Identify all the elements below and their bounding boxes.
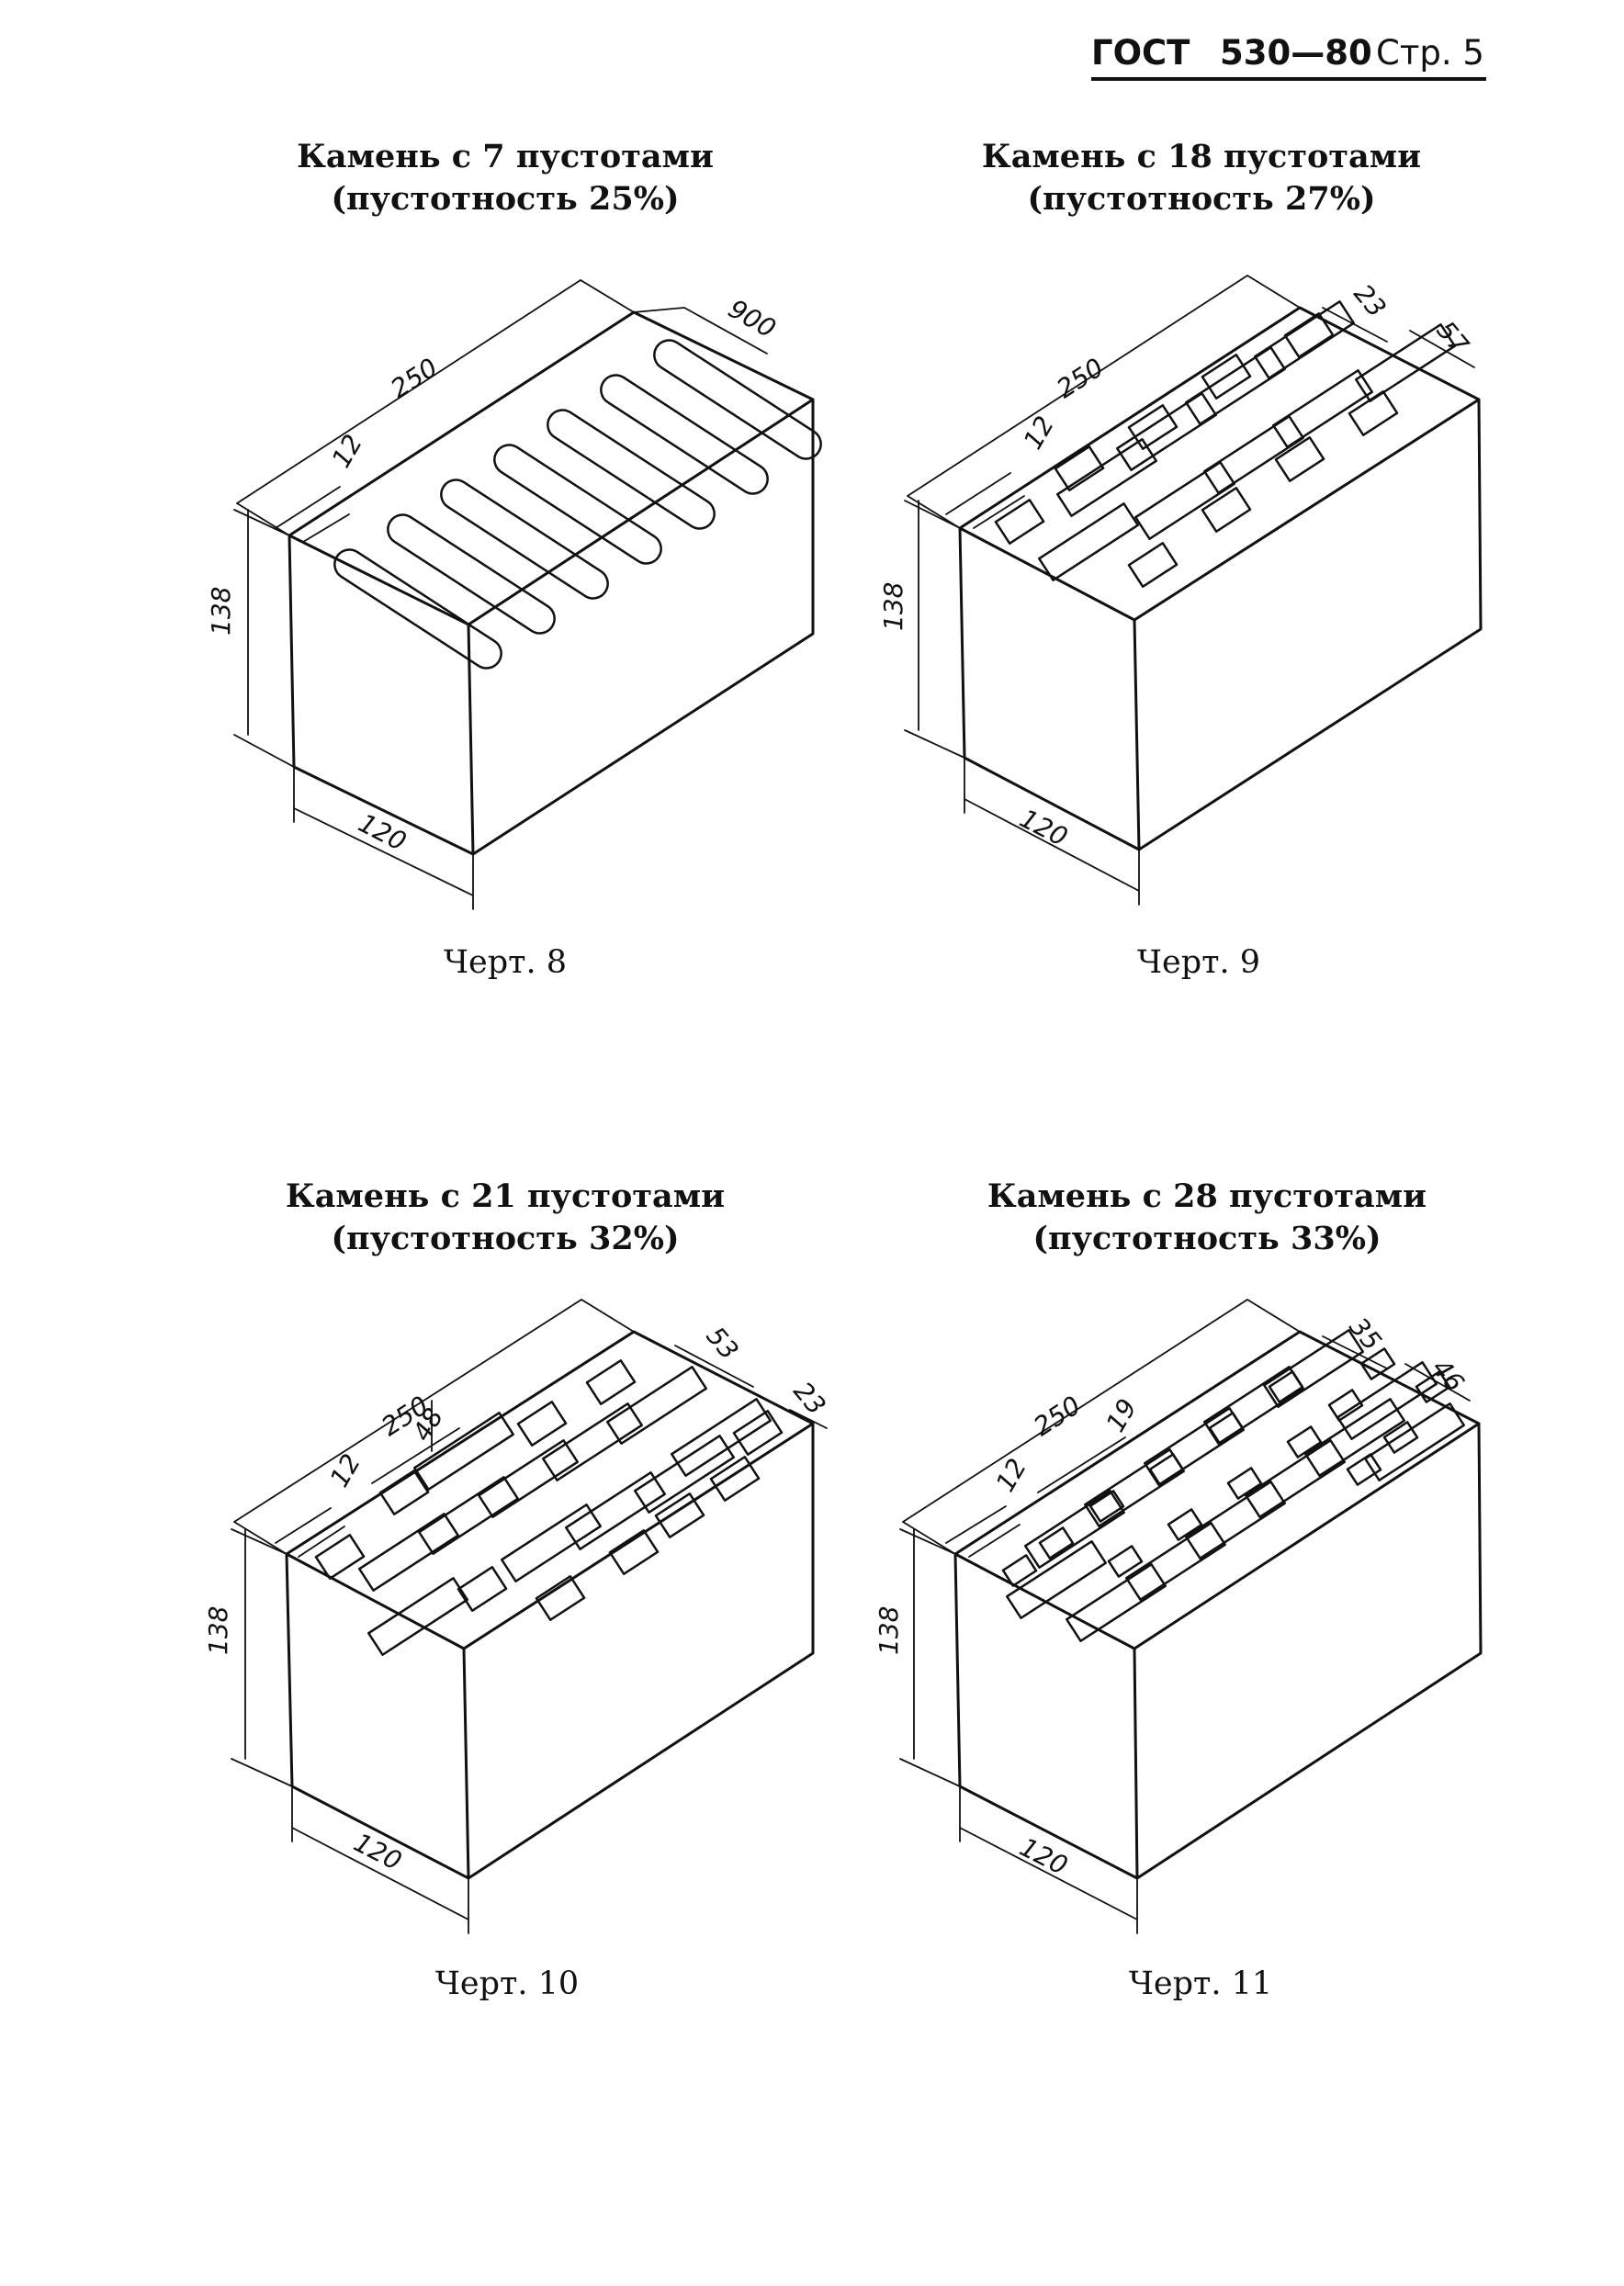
header-page: Стр. 5 [1376,33,1484,73]
figure-10-subtitle: (пустотность 32%) [331,1220,680,1257]
brick-11-holes [1001,1329,1466,1642]
dim-11-hole-b: 46 [1426,1353,1470,1398]
dim-10-width: 120 [349,1827,407,1876]
figure-11-title: Камень с 28 пустотами [987,1177,1427,1215]
dim-10-hole-a: 53 [700,1321,744,1366]
figure-11-drawing: 250 35 46 19 12 138 120 [874,1299,1483,1934]
dim-8-length: 250 [386,352,444,404]
figure-10-drawing: 250 53 23 48 12 138 120 [203,1299,832,1934]
dim-8-slot: 900 [723,293,781,343]
dim-11-height: 138 [874,1606,904,1655]
page-header: ГОСТ 530—80 Стр. 5 [1091,28,1486,92]
brick-9-holes [994,300,1457,588]
brick-10-holes [314,1359,784,1656]
brick-9-outline [958,306,1483,851]
dim-8-width: 120 [354,807,412,857]
header-rule [1091,77,1486,81]
brick-8-outline [288,310,815,856]
figure-9-subtitle: (пустотность 27%) [1027,180,1376,218]
dim-11-edge: 12 [990,1453,1032,1496]
dim-9-hole-a: 23 [1348,278,1392,323]
figure-10-heading: Камень с 21 пустотами (пустотность 32%) [230,1176,781,1260]
figure-8-title: Камень с 7 пустотами [297,138,714,175]
figure-10-title: Камень с 21 пустотами [285,1177,726,1215]
header-number: 530—80 [1220,33,1372,73]
figure-8-caption: Черт. 8 [443,944,568,981]
figure-10-caption: Черт. 10 [434,1965,580,2002]
figure-8-heading: Камень с 7 пустотами (пустотность 25%) [230,136,781,220]
brick-10-dimension-lines [231,1299,828,1934]
figure-9-caption: Черт. 9 [1136,944,1261,981]
figure-11-heading: Камень с 28 пустотами (пустотность 33%) [931,1176,1483,1260]
dim-8-edge: 12 [326,429,368,472]
figure-9-drawing: 250 23 57 12 138 120 [878,275,1483,906]
figure-11-caption: Черт. 11 [1128,1965,1273,2002]
dim-11-length: 250 [1029,1390,1087,1442]
figure-11-subtitle: (пустотность 33%) [1032,1220,1382,1257]
brick-8-slots [333,339,822,670]
dim-11-hole-c: 19 [1100,1393,1143,1436]
figure-9-title: Камень с 18 пустотами [981,138,1422,175]
dim-8-height: 138 [206,587,236,636]
dim-10-height: 138 [203,1606,233,1655]
figure-8-subtitle: (пустотность 25%) [331,180,680,218]
dim-9-edge: 12 [1018,411,1060,454]
figure-8-drawing: 250 900 12 138 120 [206,279,822,910]
figure-9-heading: Камень с 18 пустотами (пустотность 27%) [926,136,1477,220]
dim-9-hole-b: 57 [1430,315,1474,360]
brick-9-dimension-lines [904,275,1475,906]
brick-11-dimension-lines [899,1299,1471,1934]
dim-10-edge: 12 [324,1448,367,1492]
header-standard: ГОСТ [1091,33,1190,73]
brick-8-dimension-lines [233,279,768,910]
dim-9-height: 138 [878,582,908,631]
